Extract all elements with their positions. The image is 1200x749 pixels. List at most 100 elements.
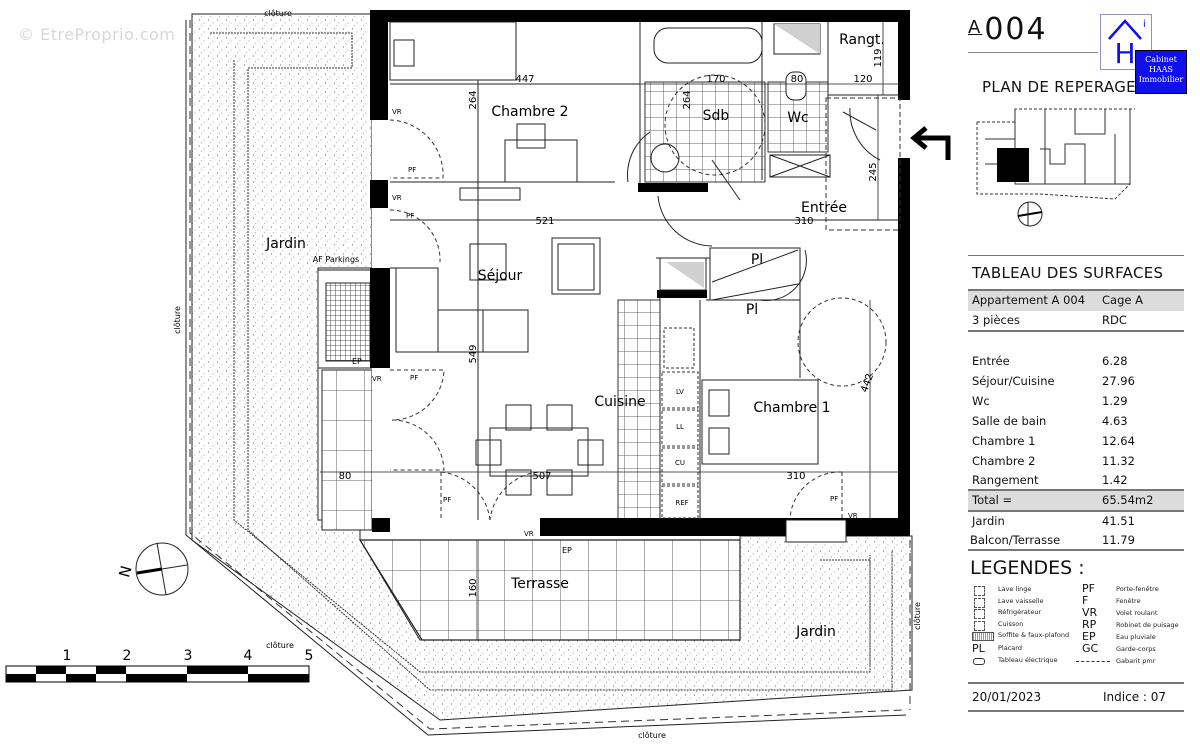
svg-text:1: 1 [63,648,72,664]
divider [968,710,1184,712]
logo: H i [1100,14,1152,70]
level-label: RDC [1102,313,1127,327]
dim-170: 170 [706,74,725,85]
dim-264: 264 [468,90,479,109]
svg-text:N: N [115,564,135,580]
lot-title: A004 [968,12,1048,47]
room-label-terrasse: Terrasse [510,576,569,592]
divider [968,510,1184,512]
entry-arrow-icon [910,126,951,160]
extra-row-label: Balcon/Terrasse [970,533,1061,547]
rooms-count: 3 pièces [972,313,1020,327]
legend-left: Lave linge Lave vaisselle Réfrigérateur … [972,585,1070,665]
apartment-label: Appartement A 004 [972,293,1086,307]
divider [968,489,1184,491]
cloture-label-right: clôture [912,602,922,630]
placard-label-1: Pl [751,252,763,268]
kitchen-tiles [617,299,661,521]
surface-row-value: 1.29 [1102,394,1128,408]
pf-label: PF [406,212,414,220]
pf-label: PF [408,166,416,174]
total-value: 65.54m2 [1102,493,1154,507]
room-label-chambre1: Chambre 1 [753,400,830,416]
room-label-chambre2: Chambre 2 [491,104,568,120]
surface-row-value: 12.64 [1102,434,1135,448]
svg-text:4: 4 [244,648,253,664]
placard-label-2: Pl [746,302,758,318]
divider [968,289,1184,291]
room-label-rangement: Rangt. [839,32,885,48]
surface-row-label: Entrée [972,354,1010,368]
surfaces-title: TABLEAU DES SURFACES [972,264,1164,282]
divider [968,330,1184,332]
dashed-line-icon [1076,661,1110,662]
soffit-hatch [325,282,371,362]
lot-number: 004 [984,12,1048,47]
dim-245: 245 [868,162,879,181]
extra-row-label: Jardin [972,514,1005,528]
extra-row-value: 41.51 [1102,514,1135,528]
vr-label: VR [848,512,858,520]
lv-label: LV [676,388,684,396]
total-label: Total = [972,493,1013,507]
cloture-label-bottom: clôture [638,730,666,740]
dim-119: 119 [873,48,884,67]
surface-row-label: Chambre 2 [972,454,1036,468]
room-label-jardin-right: Jardin [795,624,836,640]
pf-label: PF [830,495,838,503]
surface-row-value: 27.96 [1102,374,1135,388]
vr-label: VR [372,375,382,383]
dim-80b: 80 [339,471,352,482]
terrace-area [321,369,741,641]
dim-447: 447 [515,74,534,85]
vr-label: VR [524,530,534,538]
dim-521: 521 [535,216,554,227]
surface-row-value: 11.32 [1102,454,1135,468]
scale-bar: 1 2 3 4 5 [5,648,313,683]
vr-label: VR [392,108,402,116]
dim-120: 120 [853,74,872,85]
extra-row-value: 11.79 [1102,533,1135,547]
surface-row-value: 4.63 [1102,414,1128,428]
plan-indice: Indice : 07 [1103,690,1167,704]
surface-row-label: Salle de bain [972,414,1047,428]
cloture-label-top: clôture [264,8,292,18]
surface-row-label: Chambre 1 [972,434,1036,448]
legend-title: LEGENDES : [970,557,1085,579]
svg-text:3: 3 [184,648,193,664]
cu-label: CU [675,459,685,467]
dim-549: 549 [468,344,479,363]
svg-text:H: H [1114,37,1135,69]
lot-prefix: A [968,17,983,38]
cage-label: Cage A [1102,293,1143,307]
dim-310: 310 [794,216,813,227]
divider [968,52,1098,53]
cloture-label-left: clôture [172,306,182,334]
compass-icon: N [115,542,189,596]
svg-text:2: 2 [123,648,132,664]
vr-label: VR [392,194,402,202]
floor-plan: Chambre 2 Sdb Wc Rangt. Entrée Séjour Cu… [5,8,951,740]
divider [968,549,1184,551]
ep-label: EP [562,546,572,555]
divider [968,255,1184,256]
dim-310b: 310 [786,471,805,482]
surface-row-value: 1.42 [1102,473,1128,487]
house-logo-icon: H i [1108,19,1146,70]
room-label-entree: Entrée [801,200,847,216]
divider [968,682,1184,684]
electric-panel-icon [973,658,985,665]
pf-label: PF [410,374,418,382]
site-plan-thumbnail [976,108,1135,227]
room-label-wc: Wc [787,110,809,126]
surface-row-label: Séjour/Cuisine [972,374,1055,388]
dim-507: 507 [532,471,551,482]
svg-text:i: i [1143,19,1146,30]
room-label-sejour: Séjour [478,268,523,284]
dim-160: 160 [468,578,479,597]
af-parkings-label: AF Parkings [313,255,359,264]
watermark: © EtreProprio.com [18,25,176,44]
surface-row-label: Wc [972,394,990,408]
room-label-jardin-left: Jardin [265,236,306,252]
